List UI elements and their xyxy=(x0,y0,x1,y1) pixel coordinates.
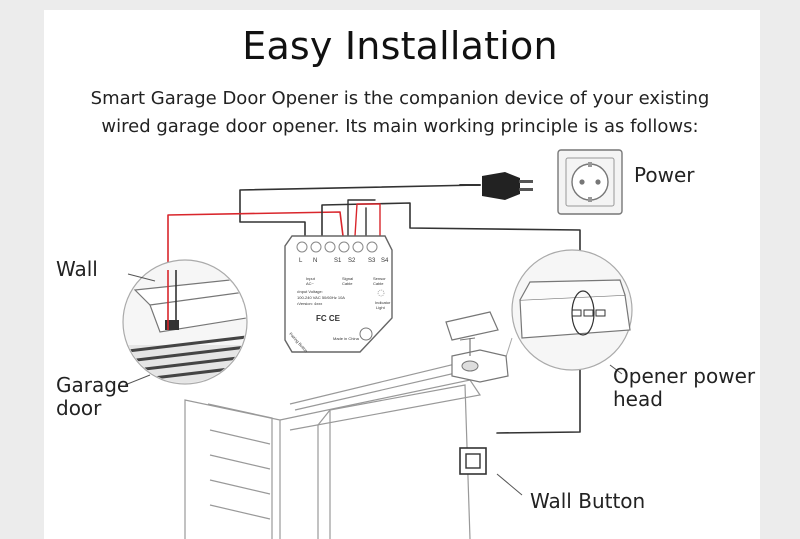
module-text: AC~ xyxy=(306,281,315,286)
module-text: Indicator xyxy=(375,300,391,305)
terminal-l: L xyxy=(299,258,303,264)
wall-zoom-detail xyxy=(122,259,248,385)
signal-wire-red-3 xyxy=(354,203,381,237)
module-text: 100-240 VAC 50/60Hz 10A xyxy=(297,295,345,300)
certification-marks: FC CE xyxy=(316,314,341,323)
signal-wire-1 xyxy=(347,199,376,237)
label-wall: Wall xyxy=(56,257,98,281)
terminal-n: N xyxy=(313,258,317,264)
module-text: Sensor xyxy=(373,276,386,281)
opener-zoom-detail xyxy=(511,249,633,371)
label-power: Power xyxy=(634,163,695,187)
intro-line-1: Smart Garage Door Opener is the companio… xyxy=(90,88,710,109)
label-garage-door: Garage door xyxy=(56,374,129,420)
terminal-s1: S1 xyxy=(334,258,342,264)
module-text: Made in China xyxy=(333,336,360,341)
module-text: Signal xyxy=(342,276,353,281)
page-title: Easy Installation xyxy=(242,24,558,68)
wall-button-icon xyxy=(459,447,487,475)
garage-illustration xyxy=(184,363,482,539)
intro-text: Smart Garage Door Opener is the companio… xyxy=(0,85,800,141)
power-plug-icon xyxy=(482,172,533,200)
module-text: Input xyxy=(306,276,316,281)
terminal-s4: S4 xyxy=(381,258,389,264)
label-wall-button: Wall Button xyxy=(530,489,646,513)
intro-line-2: wired garage door opener. Its main worki… xyxy=(101,116,699,137)
module-text: •Version: 4xxx xyxy=(297,301,322,306)
power-wire-black-2 xyxy=(321,202,581,434)
wall-socket-icon xyxy=(557,149,623,215)
terminal-s3: S3 xyxy=(368,258,376,264)
label-opener-line-2: head xyxy=(613,387,663,411)
module-text: Cable xyxy=(373,281,384,286)
terminal-s2: S2 xyxy=(348,258,356,264)
label-garage-line-1: Garage xyxy=(56,373,130,397)
label-opener-power-head: Opener power head xyxy=(613,365,755,411)
module-text: •Input Voltage: xyxy=(297,289,323,294)
smart-module: L N S1 S2 S3 S4 Input AC~ Signal Cable S… xyxy=(284,235,393,353)
power-wire-black xyxy=(239,184,479,237)
garage-opener-unit xyxy=(445,311,509,383)
label-garage-line-2: door xyxy=(56,396,102,420)
label-opener-line-1: Opener power xyxy=(613,364,756,388)
module-text: Light xyxy=(376,305,386,310)
module-text: Cable xyxy=(342,281,353,286)
